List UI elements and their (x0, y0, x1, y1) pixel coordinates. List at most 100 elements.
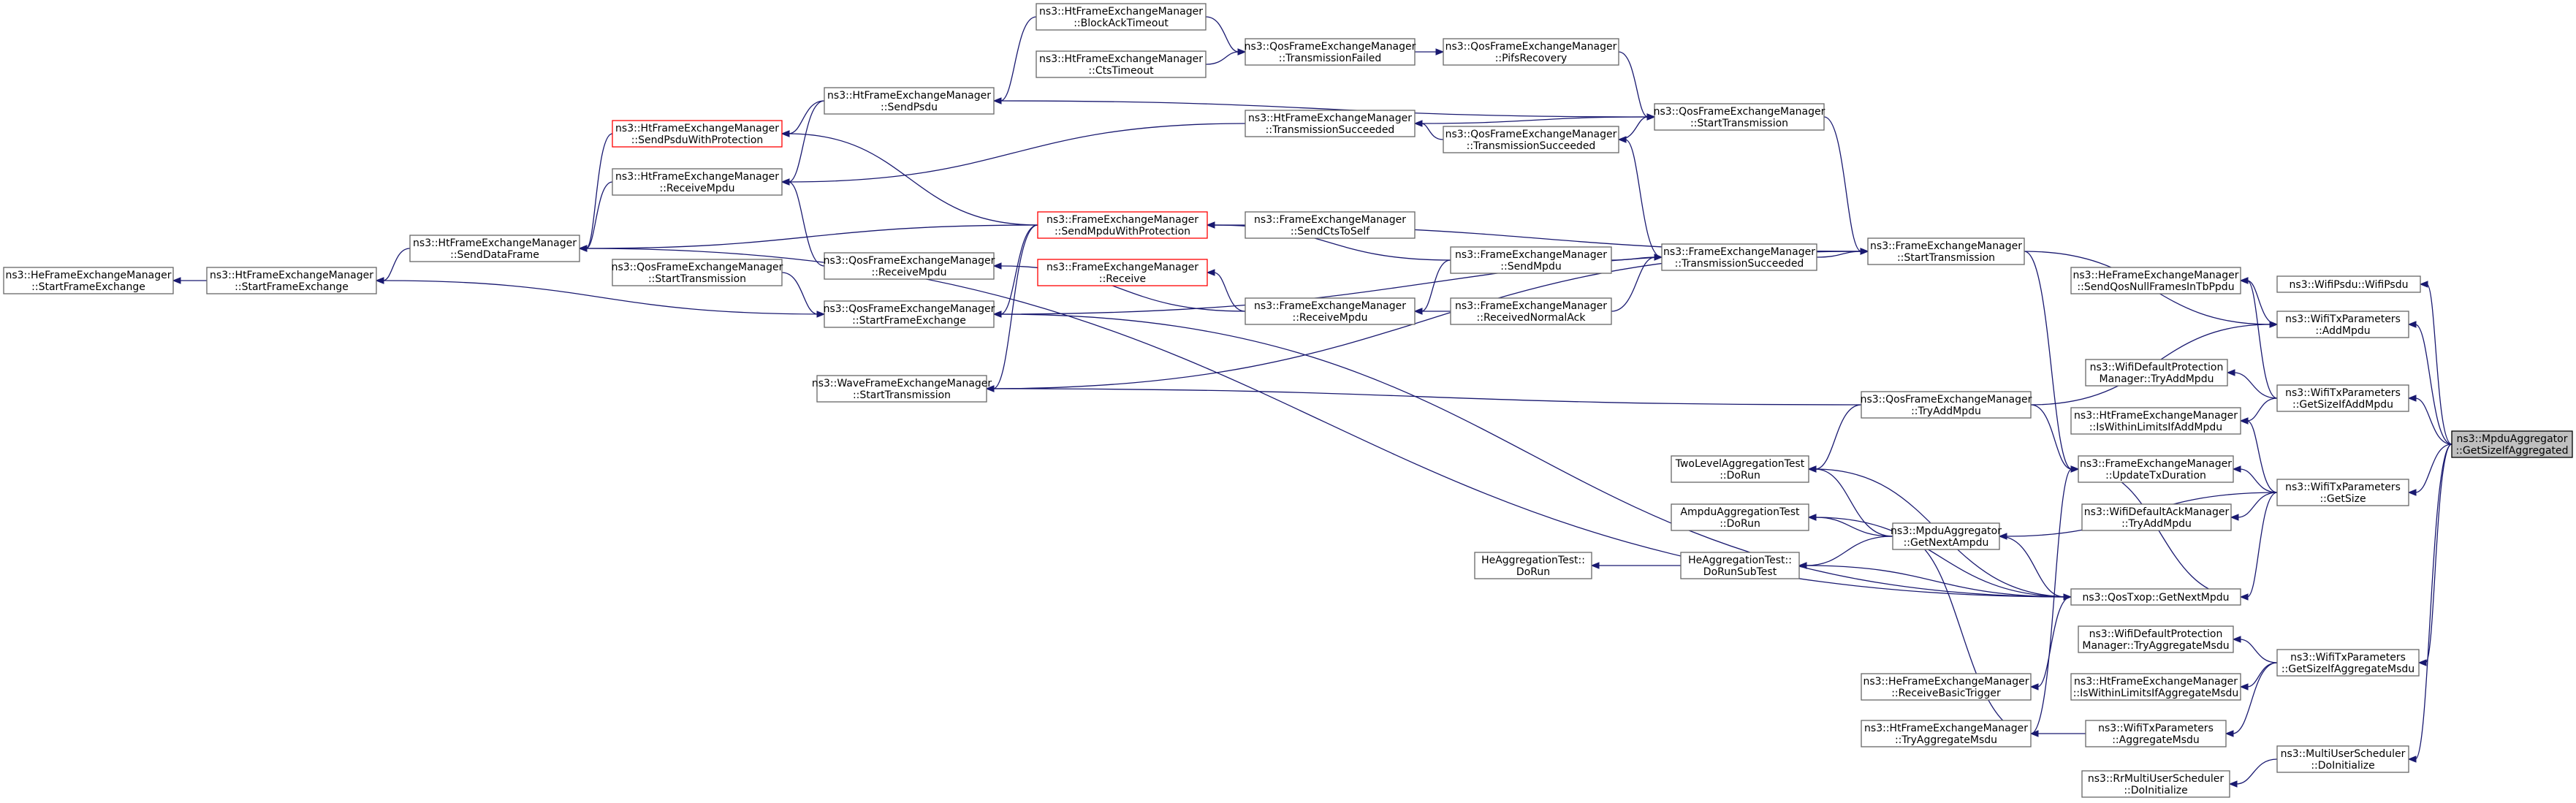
node-box[interactable] (2078, 455, 2234, 483)
node-box[interactable] (824, 252, 995, 280)
node-ht-send-psdu-with-protection[interactable]: ns3::HtFrameExchangeManager::SendPsduWit… (612, 120, 783, 148)
node-box[interactable] (612, 259, 783, 286)
node-he-send-qos-null-frames-in-tb-ppdu[interactable]: ns3::HeFrameExchangeManager::SendQosNull… (2070, 267, 2241, 294)
node-fe-received-normal-ack[interactable]: ns3::FrameExchangeManager::ReceivedNorma… (1450, 297, 1612, 325)
node-ht-is-within-limits-if-aggregate-msdu[interactable]: ns3::HtFrameExchangeManager::IsWithinLim… (2070, 673, 2241, 701)
node-mpdu-aggregator-get-size-if-aggregated[interactable]: ns3::MpduAggregator::GetSizeIfAggregated (2451, 430, 2573, 458)
node-ht-receive-mpdu[interactable]: ns3::HtFrameExchangeManager::ReceiveMpdu (612, 168, 783, 196)
node-box[interactable] (1654, 103, 1825, 131)
node-ht-transmission-succeeded[interactable]: ns3::HtFrameExchangeManager::Transmissio… (1245, 110, 1416, 137)
node-wifi-default-protection-try-aggregate-msdu[interactable]: ns3::WifiDefaultProtectionManager::TryAg… (2078, 625, 2234, 653)
node-ht-try-aggregate-msdu[interactable]: ns3::HtFrameExchangeManager::TryAggregat… (1861, 720, 2032, 747)
node-box[interactable] (2070, 673, 2241, 701)
node-box[interactable] (1450, 297, 1612, 325)
node-fe-send-cts-to-self[interactable]: ns3::FrameExchangeManager::SendCtsToSelf (1245, 211, 1416, 239)
node-fe-receive-mpdu[interactable]: ns3::FrameExchangeManager::ReceiveMpdu (1245, 297, 1416, 325)
node-box[interactable] (409, 235, 580, 262)
node-fe-receive[interactable]: ns3::FrameExchangeManager::Receive (1037, 259, 1208, 286)
node-box[interactable] (1861, 673, 2032, 701)
node-ampdu-aggregation-test[interactable]: AmpduAggregationTest::DoRun (1671, 503, 1809, 531)
node-wave-start-transmission[interactable]: ns3::WaveFrameExchangeManager::StartTran… (812, 375, 992, 403)
node-box[interactable] (1661, 243, 1817, 271)
node-fe-update-tx-duration[interactable]: ns3::FrameExchangeManager::UpdateTxDurat… (2078, 455, 2234, 483)
node-qos-start-transmission[interactable]: ns3::QosFrameExchangeManager::StartTrans… (1654, 103, 1825, 131)
node-qos-transmission-failed[interactable]: ns3::QosFrameExchangeManager::Transmissi… (1245, 38, 1416, 66)
node-box[interactable] (2081, 770, 2230, 798)
node-box[interactable] (2276, 745, 2409, 773)
node-qos-try-add-mpdu[interactable]: ns3::QosFrameExchangeManager::TryAddMpdu (1861, 391, 2032, 419)
node-fe-send-mpdu-with-protection[interactable]: ns3::FrameExchangeManager::SendMpduWithP… (1037, 211, 1208, 239)
node-box[interactable] (2276, 649, 2420, 677)
node-qos-pifs-recovery[interactable]: ns3::QosFrameExchangeManager::PifsRecove… (1443, 38, 1619, 66)
node-box[interactable] (206, 267, 377, 294)
node-he-start-frame-exchange[interactable]: ns3::HeFrameExchangeManager::StartFrameE… (3, 267, 174, 294)
node-box[interactable] (1245, 297, 1416, 325)
node-rr-multi-user-scheduler-do-initialize[interactable]: ns3::RrMultiUserScheduler::DoInitialize (2081, 770, 2230, 798)
node-box[interactable] (1245, 211, 1416, 239)
node-box[interactable] (2081, 503, 2232, 531)
node-he-aggregation-test-do-run[interactable]: HeAggregationTest::DoRun (1474, 552, 1592, 579)
node-wifi-tx-parameters-add-mpdu[interactable]: ns3::WifiTxParameters::AddMpdu (2276, 311, 2409, 338)
node-box[interactable] (1474, 552, 1592, 579)
node-ht-send-data-frame[interactable]: ns3::HtFrameExchangeManager::SendDataFra… (409, 235, 580, 262)
node-box[interactable] (1867, 237, 2025, 265)
node-box[interactable] (2276, 384, 2409, 412)
node-box[interactable] (2276, 275, 2421, 293)
node-multi-user-scheduler-do-initialize[interactable]: ns3::MultiUserScheduler::DoInitialize (2276, 745, 2409, 773)
node-box[interactable] (2078, 625, 2234, 653)
node-box[interactable] (1680, 552, 1800, 579)
node-he-aggregation-test-do-run-sub-test[interactable]: HeAggregationTest::DoRunSubTest (1680, 552, 1800, 579)
node-fe-start-transmission[interactable]: ns3::FrameExchangeManager::StartTransmis… (1867, 237, 2025, 265)
node-box[interactable] (2070, 588, 2241, 606)
node-box[interactable] (2070, 407, 2241, 435)
node-ht-send-psdu[interactable]: ns3::HtFrameExchangeManager::SendPsdu (824, 87, 995, 115)
node-qos-receive-mpdu[interactable]: ns3::QosFrameExchangeManager::ReceiveMpd… (824, 252, 995, 280)
node-fe-send-mpdu[interactable]: ns3::FrameExchangeManager::SendMpdu (1450, 246, 1612, 274)
node-wifi-default-protection-try-add-mpdu[interactable]: ns3::WifiDefaultProtectionManager::TryAd… (2085, 359, 2228, 387)
node-box[interactable] (1036, 50, 1207, 78)
node-box[interactable] (1861, 720, 2032, 747)
node-box[interactable] (824, 300, 995, 328)
node-wifi-tx-parameters-aggregate-msdu[interactable]: ns3::WifiTxParameters::AggregateMsdu (2085, 720, 2227, 747)
node-box[interactable] (2451, 430, 2573, 458)
node-qos-start-frame-exchange[interactable]: ns3::QosFrameExchangeManager::StartFrame… (824, 300, 995, 328)
node-box[interactable] (1245, 38, 1416, 66)
node-ht-cts-timeout[interactable]: ns3::HtFrameExchangeManager::CtsTimeout (1036, 50, 1207, 78)
node-he-receive-basic-trigger[interactable]: ns3::HeFrameExchangeManager::ReceiveBasi… (1861, 673, 2032, 701)
node-box[interactable] (3, 267, 174, 294)
node-box[interactable] (1443, 126, 1619, 153)
node-box[interactable] (1671, 455, 1809, 483)
node-box[interactable] (2276, 479, 2409, 506)
node-two-level-aggregation-test[interactable]: TwoLevelAggregationTest::DoRun (1671, 455, 1809, 483)
node-box[interactable] (1443, 38, 1619, 66)
node-box[interactable] (2085, 359, 2228, 387)
node-wifi-tx-parameters-get-size[interactable]: ns3::WifiTxParameters::GetSize (2276, 479, 2409, 506)
node-qos-transmission-succeeded[interactable]: ns3::QosFrameExchangeManager::Transmissi… (1443, 126, 1619, 153)
node-box[interactable] (612, 168, 783, 196)
node-wifi-default-ack-try-add-mpdu[interactable]: ns3::WifiDefaultAckManager::TryAddMpdu (2081, 503, 2232, 531)
node-wifi-psdu-wifi-psdu[interactable]: ns3::WifiPsdu::WifiPsdu (2276, 275, 2421, 293)
node-box[interactable] (1861, 391, 2032, 419)
node-fe-transmission-succeeded[interactable]: ns3::FrameExchangeManager::TransmissionS… (1661, 243, 1817, 271)
node-box[interactable] (1450, 246, 1612, 274)
node-box[interactable] (2085, 720, 2227, 747)
node-ht-is-within-limits-if-add-mpdu[interactable]: ns3::HtFrameExchangeManager::IsWithinLim… (2070, 407, 2241, 435)
node-box[interactable] (2070, 267, 2241, 294)
node-box[interactable] (612, 120, 783, 148)
node-qos-txop-get-next-mpdu[interactable]: ns3::QosTxop::GetNextMpdu (2070, 588, 2241, 606)
node-ht-start-frame-exchange[interactable]: ns3::HtFrameExchangeManager::StartFrameE… (206, 267, 377, 294)
node-box[interactable] (2276, 311, 2409, 338)
node-mpdu-aggregator-get-next-ampdu[interactable]: ns3::MpduAggregator::GetNextAmpdu (1891, 522, 2002, 550)
node-box[interactable] (1037, 211, 1208, 239)
node-box[interactable] (1671, 503, 1809, 531)
node-box[interactable] (816, 375, 987, 403)
node-box[interactable] (1037, 259, 1208, 286)
node-qos-start-transmission-small[interactable]: ns3::QosFrameExchangeManager::StartTrans… (612, 259, 783, 286)
node-wifi-tx-parameters-get-size-if-add-mpdu[interactable]: ns3::WifiTxParameters::GetSizeIfAddMpdu (2276, 384, 2409, 412)
node-box[interactable] (1245, 110, 1416, 137)
node-box[interactable] (1892, 522, 2000, 550)
node-box[interactable] (824, 87, 995, 115)
node-wifi-tx-parameters-get-size-if-aggregate-msdu[interactable]: ns3::WifiTxParameters::GetSizeIfAggregat… (2276, 649, 2420, 677)
node-box[interactable] (1036, 3, 1207, 31)
node-ht-block-ack-timeout[interactable]: ns3::HtFrameExchangeManager::BlockAckTim… (1036, 3, 1207, 31)
